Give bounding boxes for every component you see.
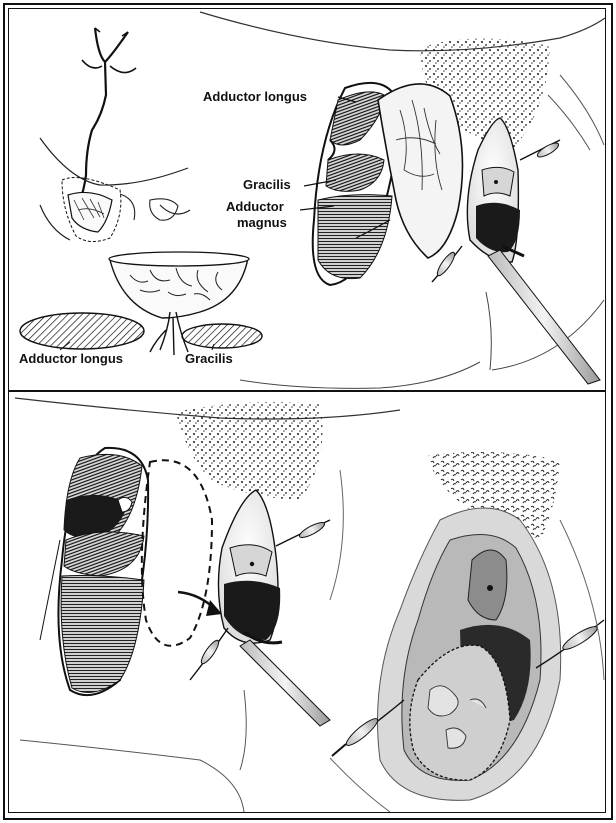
bottom-left-illustration — [15, 398, 400, 812]
label-adductor-magnus-line1: Adductor — [226, 200, 284, 214]
subcutaneous-tunnel-dashed — [142, 460, 212, 646]
label-adductor-magnus-line2: magnus — [237, 216, 287, 230]
gracilis-schematic-shape — [182, 324, 262, 348]
label-adductor-longus-top: Adductor longus — [203, 90, 307, 104]
femoral-vessel — [80, 28, 128, 200]
label-adductor-longus-schematic: Adductor longus — [19, 352, 123, 366]
bottom-right-illustration — [330, 452, 604, 812]
adductor-longus-schematic-shape — [20, 313, 144, 349]
label-gracilis-top: Gracilis — [243, 178, 291, 192]
schematic-panel — [20, 28, 262, 355]
panel-divider — [8, 390, 605, 392]
label-gracilis-schematic: Gracilis — [185, 352, 233, 366]
raised-flap-top — [378, 84, 463, 258]
adductor-magnus-muscle-top — [318, 195, 392, 279]
